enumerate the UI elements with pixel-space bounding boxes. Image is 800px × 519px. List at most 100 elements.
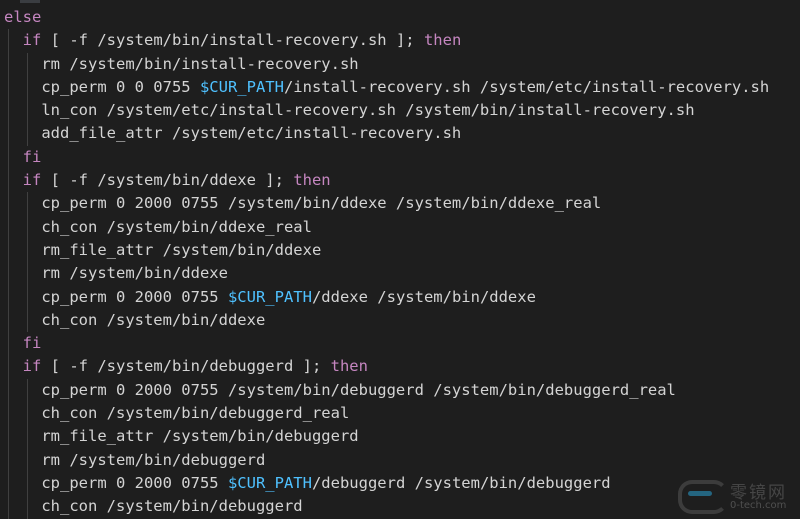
indent-guide xyxy=(8,99,9,123)
code-line[interactable]: if [ -f /system/bin/debuggerd ]; then xyxy=(4,355,800,379)
indent-guide xyxy=(8,262,9,286)
variable-token: $CUR_PATH xyxy=(227,473,312,492)
indent-guide xyxy=(8,145,9,170)
indent-guide xyxy=(8,425,9,449)
code-text: cp_perm 0 0 0755 xyxy=(41,77,200,96)
indent-guide xyxy=(8,169,9,193)
indent-guide xyxy=(26,425,28,449)
code-line[interactable]: fi xyxy=(4,332,800,356)
keyword-token: fi xyxy=(22,334,42,353)
indent-guide xyxy=(8,495,9,519)
keyword-token: then xyxy=(330,357,368,376)
indent-guide xyxy=(26,238,28,263)
indent-guide xyxy=(26,262,28,286)
indent-guide xyxy=(8,192,9,216)
watermark-name: 零镜网 xyxy=(730,483,787,503)
keyword-token: if xyxy=(22,357,42,376)
variable-token: $CUR_PATH xyxy=(199,77,284,96)
code-line[interactable]: add_file_attr /system/etc/install-recove… xyxy=(4,122,800,146)
indent-guide xyxy=(26,285,28,309)
code-line[interactable]: rm_file_attr /system/bin/debuggerd xyxy=(4,425,800,449)
code-line[interactable]: cp_perm 0 0 0755 $CUR_PATH/install-recov… xyxy=(4,75,800,100)
code-text: rm_file_attr /system/bin/ddexe xyxy=(41,240,322,259)
code-text: cp_perm 0 2000 0755 xyxy=(41,473,228,492)
code-line[interactable]: cp_perm 0 2000 0755 $CUR_PATH/ddexe /sys… xyxy=(4,285,800,309)
variable-token: $CUR_PATH xyxy=(227,287,312,306)
indent-guide xyxy=(26,192,28,216)
keyword-token: else xyxy=(4,8,42,26)
code-text: rm /system/bin/ddexe xyxy=(41,264,228,283)
indent-guide xyxy=(8,52,9,76)
code-text: rm /system/bin/debuggerd xyxy=(41,450,266,469)
code-line[interactable]: if [ -f /system/bin/ddexe ]; then xyxy=(4,169,800,193)
keyword-token: if xyxy=(22,171,42,190)
indent-guide xyxy=(8,355,9,379)
code-text: cp_perm 0 2000 0755 xyxy=(41,287,228,306)
indent-guide xyxy=(8,122,9,146)
code-text: [ -f /system/bin/debuggerd ]; xyxy=(41,357,331,376)
code-editor[interactable]: else if [ -f /system/bin/install-recover… xyxy=(4,6,800,519)
watermark-url: 0-tech.com xyxy=(730,500,787,511)
code-text: rm /system/bin/install-recovery.sh xyxy=(41,54,359,73)
keyword-token: then xyxy=(423,31,462,50)
code-text: /ddexe /system/bin/ddexe xyxy=(311,287,536,306)
code-line[interactable]: rm /system/bin/ddexe xyxy=(4,262,800,286)
logo-ring-icon xyxy=(678,480,728,514)
code-text: ln_con /system/etc/install-recovery.sh /… xyxy=(41,101,695,120)
code-line[interactable]: ch_con /system/bin/debuggerd xyxy=(4,495,800,519)
code-line[interactable]: fi xyxy=(4,145,800,170)
indent-guide xyxy=(26,308,28,333)
code-line[interactable]: ch_con /system/bin/debuggerd_real xyxy=(4,402,800,426)
code-line[interactable]: cp_perm 0 2000 0755 /system/bin/debugger… xyxy=(4,378,800,403)
indent-guide xyxy=(26,52,28,76)
code-line[interactable]: cp_perm 0 2000 0755 /system/bin/ddexe /s… xyxy=(4,192,800,216)
indent-guide xyxy=(26,75,28,100)
indent-guide xyxy=(8,471,9,496)
code-text: ch_con /system/bin/ddexe_real xyxy=(41,217,312,236)
code-line[interactable]: ch_con /system/bin/ddexe xyxy=(4,308,800,333)
scroll-indicator xyxy=(20,0,40,3)
watermark-logo: 零镜网 0-tech.com xyxy=(678,478,800,515)
indent-guide xyxy=(26,99,28,123)
code-line[interactable]: rm_file_attr /system/bin/ddexe xyxy=(4,238,800,263)
keyword-token: then xyxy=(293,171,331,190)
code-line[interactable]: ln_con /system/etc/install-recovery.sh /… xyxy=(4,99,800,123)
indent-guide xyxy=(26,215,28,239)
logo-bar-icon xyxy=(688,491,712,496)
code-text: rm_file_attr /system/bin/debuggerd xyxy=(41,427,359,446)
code-text: cp_perm 0 2000 0755 /system/bin/debugger… xyxy=(41,380,676,399)
indent-guide xyxy=(8,308,9,333)
indent-guide xyxy=(8,378,9,403)
indent-guide xyxy=(26,402,28,426)
code-text: add_file_attr /system/etc/install-recove… xyxy=(41,124,462,143)
code-line[interactable]: ch_con /system/bin/ddexe_real xyxy=(4,215,800,239)
indent-guide xyxy=(26,448,28,472)
code-text: /install-recovery.sh /system/etc/install… xyxy=(283,77,770,96)
code-line[interactable]: rm /system/bin/debuggerd xyxy=(4,448,800,472)
code-text: [ -f /system/bin/ddexe ]; xyxy=(41,171,294,190)
indent-guide xyxy=(8,402,9,426)
code-line[interactable]: rm /system/bin/install-recovery.sh xyxy=(4,52,800,76)
keyword-token: fi xyxy=(22,147,42,166)
indent-guide xyxy=(26,495,28,519)
code-line[interactable]: if [ -f /system/bin/install-recovery.sh … xyxy=(4,29,800,53)
code-line[interactable]: else xyxy=(4,6,800,29)
indent-guide xyxy=(8,29,9,53)
indent-guide xyxy=(26,122,28,146)
indent-guide xyxy=(8,238,9,263)
keyword-token: if xyxy=(22,31,42,50)
indent-guide xyxy=(8,285,9,309)
code-text: ch_con /system/bin/debuggerd xyxy=(41,497,303,516)
code-line[interactable]: cp_perm 0 2000 0755 $CUR_PATH/debuggerd … xyxy=(4,471,800,496)
indent-guide xyxy=(26,471,28,496)
code-text: ch_con /system/bin/ddexe xyxy=(41,310,266,329)
indent-guide xyxy=(8,448,9,472)
code-text: cp_perm 0 2000 0755 /system/bin/ddexe /s… xyxy=(41,194,602,213)
indent-guide xyxy=(8,75,9,100)
indent-guide xyxy=(8,215,9,239)
code-text: [ -f /system/bin/install-recovery.sh ]; xyxy=(41,31,424,50)
code-text: /debuggerd /system/bin/debuggerd xyxy=(311,473,611,492)
code-text: ch_con /system/bin/debuggerd_real xyxy=(41,404,350,423)
indent-guide xyxy=(8,332,9,356)
indent-guide xyxy=(26,378,28,403)
